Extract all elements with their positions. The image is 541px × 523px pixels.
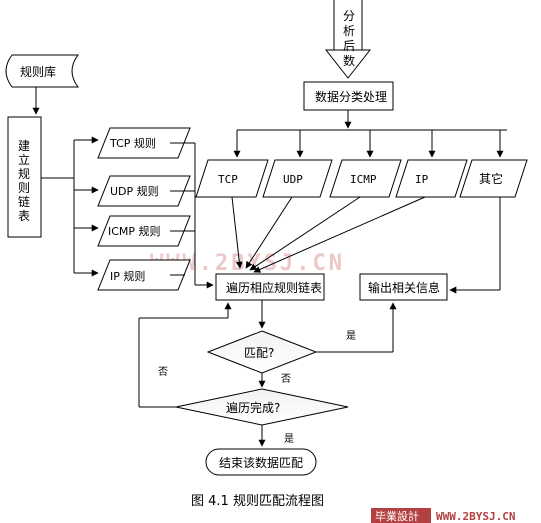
traverse-done-label: 遍历完成? bbox=[226, 400, 280, 415]
top-char-2: 析 bbox=[343, 24, 355, 38]
traverse-label: 遍历相应规则链表 bbox=[226, 280, 322, 295]
output-label: 输出相关信息 bbox=[368, 280, 440, 295]
end-label: 结束该数据匹配 bbox=[219, 455, 303, 470]
top-input-arrow: 分 析 后 数 bbox=[324, 0, 372, 79]
no-label-2: 否 bbox=[158, 366, 168, 378]
rule-udp: UDP 规则 bbox=[97, 175, 191, 207]
category-other-label: 其它 bbox=[479, 171, 503, 186]
traverse-box bbox=[215, 273, 325, 301]
build-rule-list-box bbox=[7, 116, 42, 238]
figure-caption: 图 4.1 规则匹配流程图 bbox=[191, 494, 324, 509]
rule-ip: IP 规则 bbox=[97, 259, 191, 291]
category-udp: UDP bbox=[262, 159, 333, 198]
match-label: 匹配? bbox=[244, 346, 274, 360]
build-char-6: 表 bbox=[18, 209, 30, 223]
end-terminator bbox=[205, 448, 317, 476]
top-char-3: 后 bbox=[343, 39, 355, 53]
rule-tcp-label: TCP 规则 bbox=[109, 136, 156, 150]
footer-brand-bg bbox=[371, 508, 431, 523]
footer-url: WWW.2BYSJ.CN bbox=[436, 510, 515, 523]
category-icmp: ICMP bbox=[329, 159, 402, 198]
category-icmp-label: ICMP bbox=[350, 173, 377, 186]
category-udp-label: UDP bbox=[283, 173, 303, 186]
rule-library-label: 规则库 bbox=[20, 64, 56, 79]
build-char-4: 则 bbox=[18, 181, 30, 195]
rule-icmp: ICMP 规则 bbox=[97, 215, 191, 247]
rule-icmp-label: ICMP 规则 bbox=[108, 224, 161, 238]
category-ip-label: IP bbox=[415, 173, 429, 186]
rule-udp-label: UDP 规则 bbox=[110, 184, 159, 198]
category-tcp: TCP bbox=[195, 159, 269, 198]
rule-library: 规则库 bbox=[5, 54, 79, 88]
build-char-1: 建 bbox=[18, 139, 30, 153]
build-char-2: 立 bbox=[18, 152, 30, 167]
rule-tcp: TCP 规则 bbox=[97, 127, 191, 159]
category-ip: IP bbox=[395, 159, 468, 198]
top-char-4: 数 bbox=[343, 53, 355, 68]
no-label-1: 否 bbox=[281, 373, 291, 385]
build-char-3: 规 bbox=[18, 166, 30, 181]
build-char-5: 链 bbox=[18, 194, 30, 209]
rule-ip-label: IP 规则 bbox=[110, 269, 145, 283]
yes-label-1: 是 bbox=[346, 330, 356, 342]
top-char-1: 分 bbox=[343, 9, 355, 23]
yes-label-2: 是 bbox=[284, 433, 294, 445]
category-other: 其它 bbox=[459, 159, 528, 198]
category-tcp-label: TCP bbox=[218, 173, 238, 186]
footer-brand: 毕業設計 bbox=[375, 509, 419, 523]
output-box bbox=[359, 273, 448, 301]
classify-label: 数据分类处理 bbox=[315, 89, 387, 104]
